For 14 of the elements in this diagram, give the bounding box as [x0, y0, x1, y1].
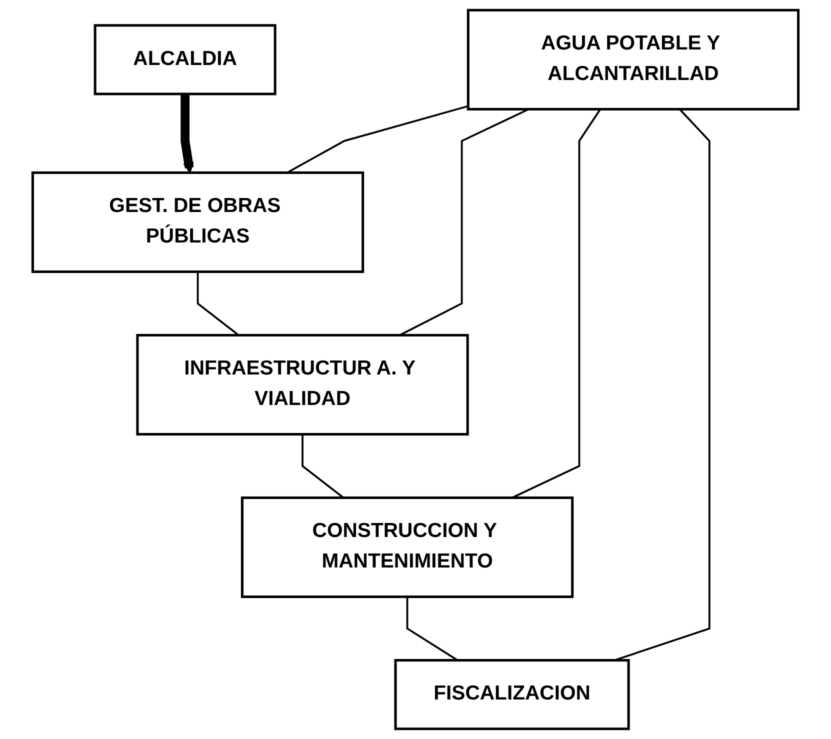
node-box: FISCALIZACION — [394, 659, 630, 730]
node-box: INFRAESTRUCTUR A. Y VIALIDAD — [136, 334, 469, 436]
connector — [196, 272, 240, 336]
connector — [512, 108, 602, 499]
node-box: CONSTRUCCION Y MANTENIMIENTO — [240, 496, 574, 598]
connector — [406, 596, 458, 662]
node-box: AGUA POTABLE Y ALCANTARILLAD — [466, 8, 800, 110]
node-box: ALCALDIA — [94, 24, 276, 96]
node-box: GEST. DE OBRAS PÚBLICAS — [31, 171, 364, 273]
connector — [302, 434, 344, 498]
connector — [614, 108, 710, 662]
arrow — [180, 94, 194, 174]
connector — [286, 105, 468, 174]
connector — [399, 108, 530, 336]
